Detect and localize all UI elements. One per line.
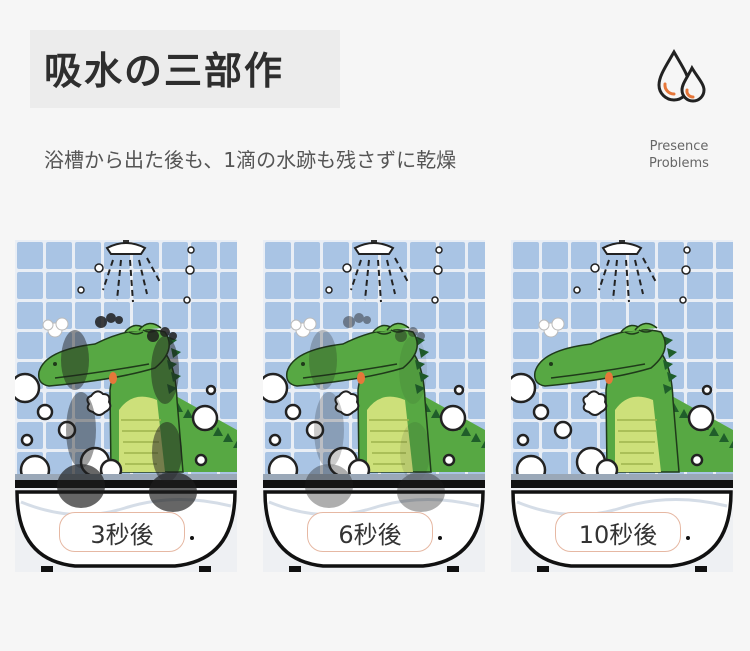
- bath-scene-illustration: [263, 240, 485, 572]
- bath-scene-illustration: [511, 240, 733, 572]
- time-label: 3秒後: [59, 512, 185, 552]
- panel-3-seconds: 3秒後: [15, 240, 237, 572]
- title-backdrop: [30, 30, 340, 108]
- page-title: 吸水の三部作: [44, 49, 285, 93]
- brand-line-1: Presence: [649, 139, 709, 154]
- time-label: 10秒後: [555, 512, 681, 552]
- brand-line-2: Problems: [649, 156, 709, 171]
- page-subtitle: 浴槽から出た後も、1滴の水跡も残さずに乾燥: [44, 148, 457, 172]
- panel-10-seconds: 10秒後: [511, 240, 733, 572]
- panel-6-seconds: 6秒後: [263, 240, 485, 572]
- brand-text: Presence Problems: [636, 138, 722, 172]
- time-label: 6秒後: [307, 512, 433, 552]
- water-drops-icon: [657, 48, 706, 103]
